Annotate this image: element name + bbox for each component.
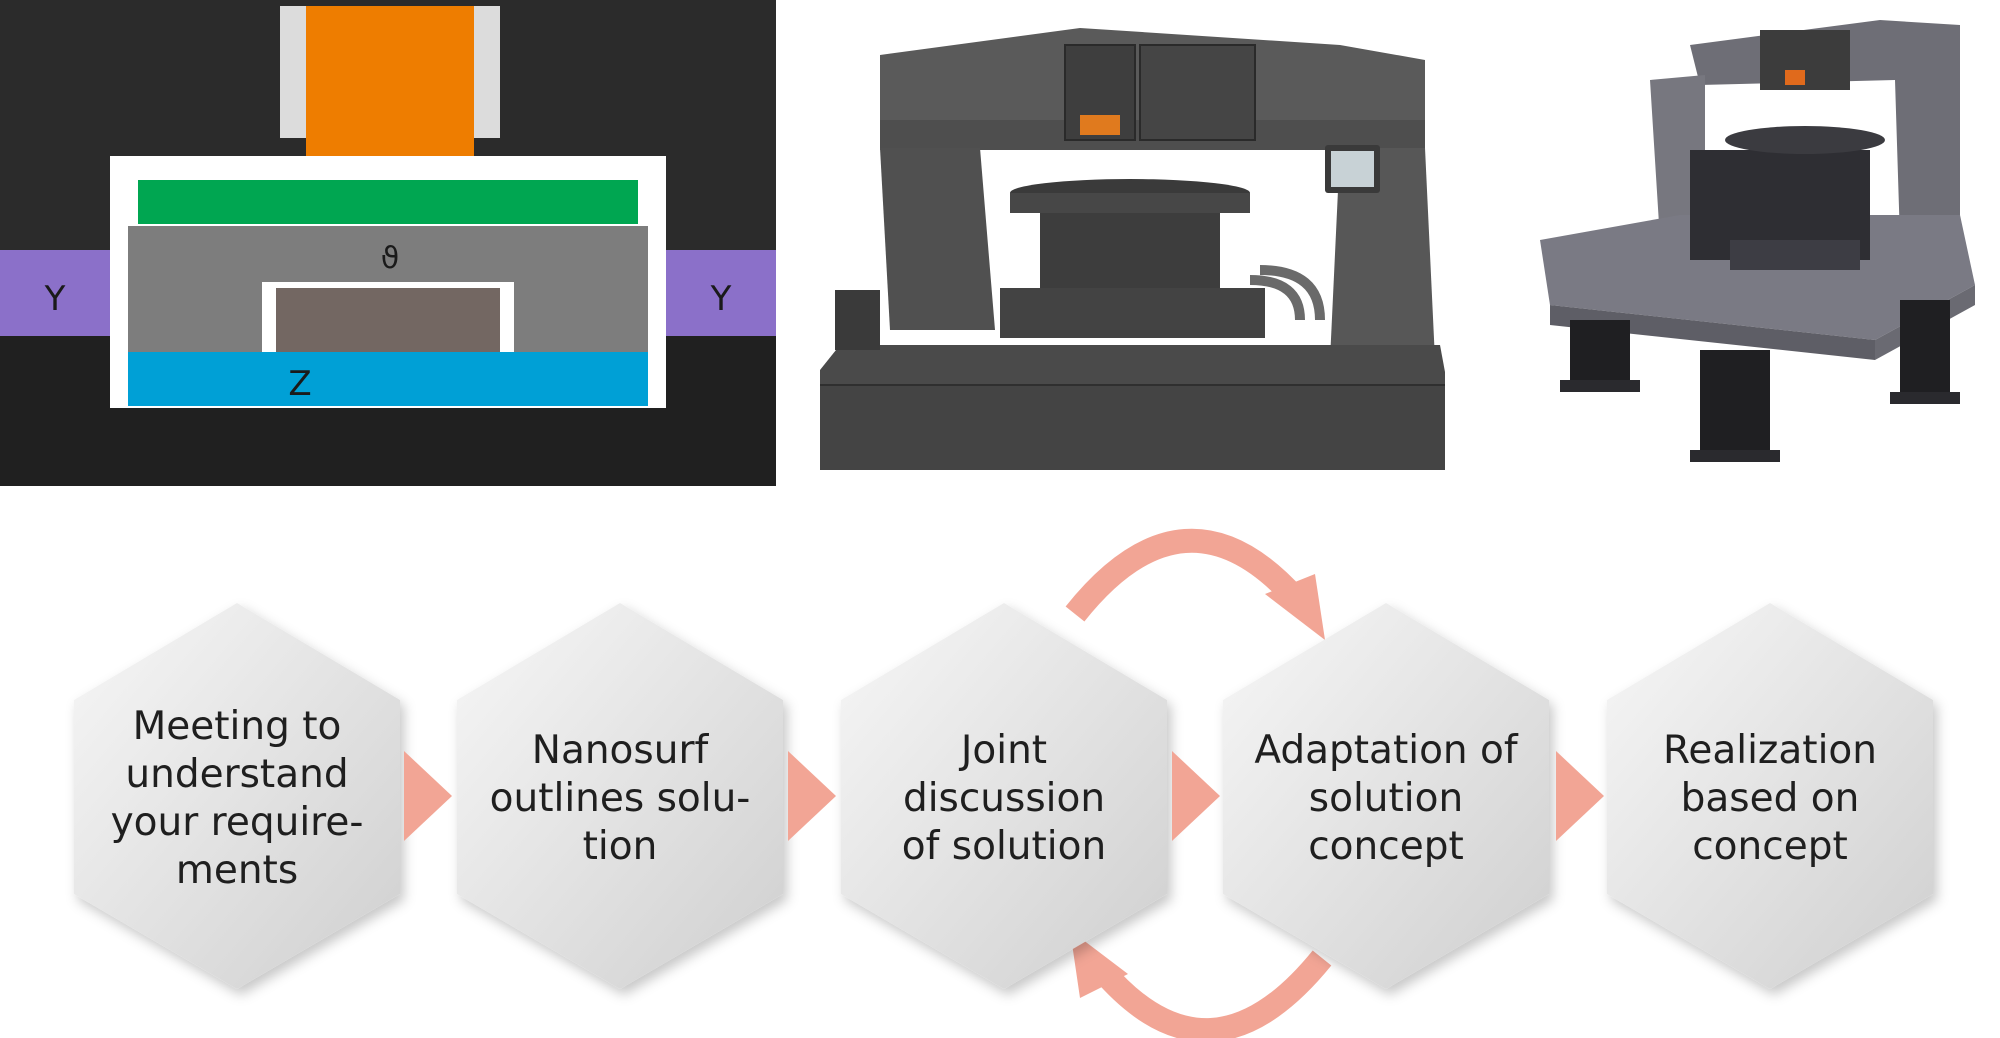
step-arrow-1 [404,751,452,841]
hex-step-5-shape [1607,603,1933,989]
theta-label: ϑ [381,241,400,276]
process-step-5: Realization based on concept [1607,603,1933,995]
z-label: Z [288,364,311,404]
machine-cad-render [820,28,1445,470]
head-holder-left [280,6,308,138]
stage-schematic: Y Y ϑ Z [0,0,776,486]
machine-photo [1540,20,1975,462]
hex-step-1-shape [74,603,400,989]
process-step-1-label: Meeting to understand your require- ment… [110,704,364,893]
z-stage [128,352,648,406]
y-stage-right [666,250,776,336]
process-step-5-label: Realization based on concept [1663,728,1877,869]
step-arrow-4 [1556,751,1604,841]
process-step-4-label: Adaptation of solution concept [1254,728,1518,869]
hex-step-3-shape [841,603,1167,989]
curved-arrow-bottom-head [1070,930,1128,998]
process-step-2: Nanosurf outlines solu- tion [457,603,783,995]
y-stage-left [0,250,110,336]
step-arrow-2 [788,751,836,841]
head-holder-right [472,6,500,138]
hex-step-2-shape [457,603,783,989]
step-arrow-3 [1172,751,1220,841]
hex-step-4-shape [1223,603,1549,989]
y-label-left: Y [44,279,66,319]
sample-layer [138,180,638,224]
process-step-1: Meeting to understand your require- ment… [74,603,400,995]
y-label-right: Y [710,279,732,319]
probe-head [306,6,474,170]
process-step-3: Joint discussion of solution [841,603,1167,995]
curved-arrow-top [1065,528,1304,622]
process-step-2-label: Nanosurf outlines solu- tion [489,728,751,869]
curved-arrow-bottom [1092,950,1332,1038]
curved-arrow-top-head [1265,574,1325,640]
process-step-3-label: Joint discussion of solution [901,728,1107,869]
inner-block [276,288,500,352]
process-step-4: Adaptation of solution concept [1223,603,1549,995]
process-background [74,528,1933,1038]
